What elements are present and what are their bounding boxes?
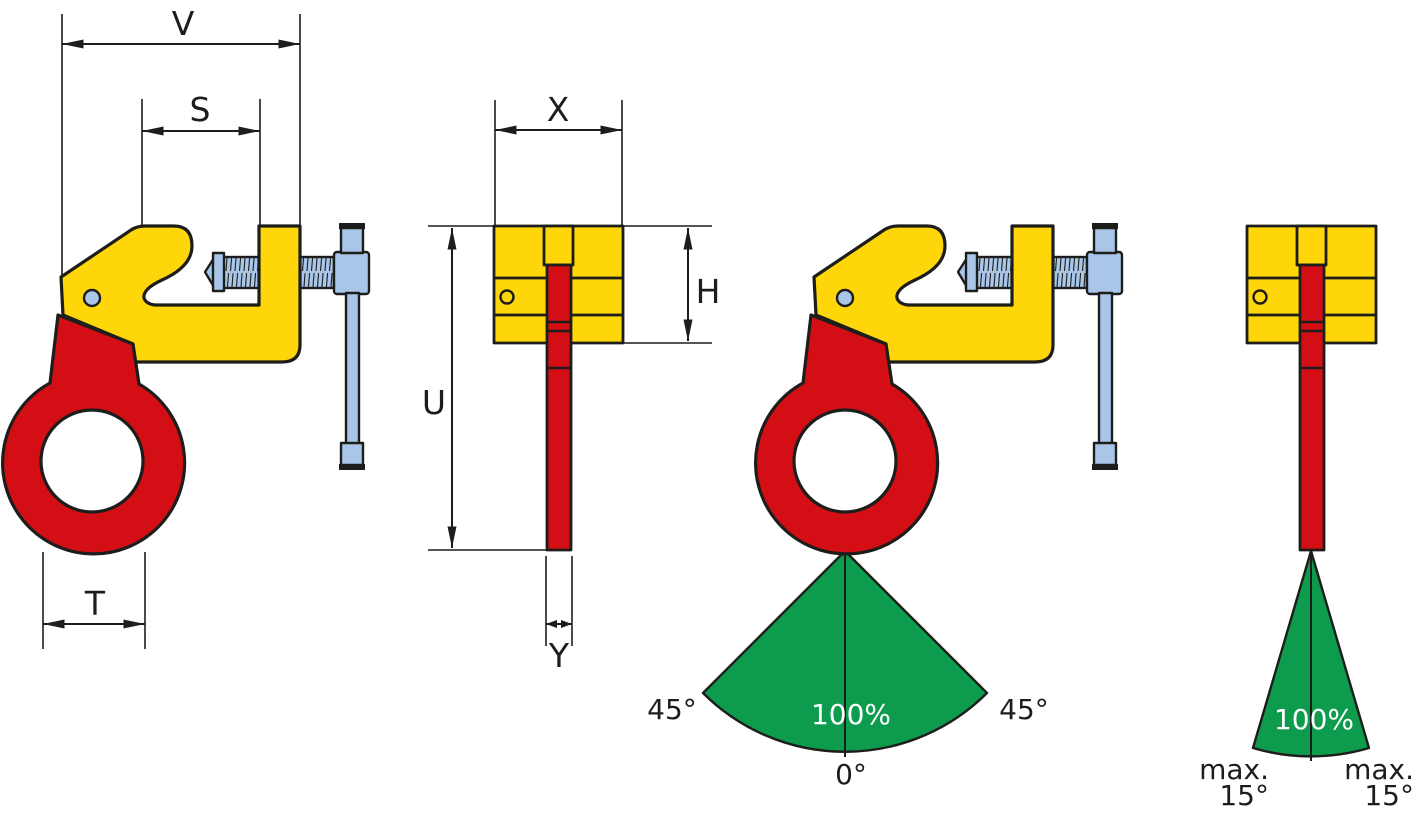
capacity-label: 100% [1274, 703, 1354, 736]
max-angle-left-word: max. [1199, 753, 1269, 786]
figure-side-view-dimensions: V S T [1, 4, 371, 649]
max-angle-right-value: 15° [1364, 779, 1414, 812]
dim-label-v: V [172, 4, 195, 43]
dim-label-h: H [696, 272, 721, 311]
y-arrow-right [561, 620, 572, 628]
figure-front-view-load-angles: 100% max. 15° max. 15° [1199, 224, 1414, 812]
capacity-label: 100% [811, 698, 891, 731]
clamp-side-view-copy [754, 221, 1124, 556]
angle-label-bottom: 0° [835, 758, 867, 791]
dim-label-s: S [190, 90, 211, 129]
dim-label-u: U [422, 383, 446, 422]
y-arrow-left [546, 620, 557, 628]
clamp-side-view [1, 221, 371, 556]
dim-label-y: Y [548, 636, 570, 675]
clamp-front-view-copy [1245, 224, 1378, 552]
dim-label-t: T [84, 584, 106, 623]
figure-side-view-load-angles: 45° 45° 100% 0° [647, 221, 1124, 791]
angle-label-right: 45° [999, 693, 1049, 726]
max-angle-left-value: 15° [1219, 779, 1269, 812]
clamp-front-view [492, 224, 625, 552]
figure-front-view-dimensions: X H U Y [422, 90, 720, 675]
dim-label-x: X [547, 90, 570, 129]
max-angle-right-word: max. [1344, 753, 1414, 786]
angle-label-left: 45° [647, 693, 697, 726]
